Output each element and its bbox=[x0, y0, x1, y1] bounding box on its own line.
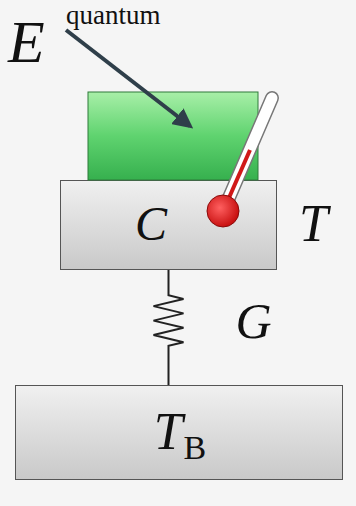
conductance-symbol: G bbox=[236, 296, 272, 346]
heat-capacity-block: CT bbox=[60, 180, 277, 270]
energy-symbol: E bbox=[8, 12, 45, 72]
bath-temperature: TB bbox=[154, 406, 207, 458]
subscript: B bbox=[184, 429, 207, 466]
quantum-label: quantum bbox=[66, 2, 161, 29]
heat-bath: TB bbox=[15, 385, 343, 480]
spring-connector bbox=[154, 270, 184, 385]
capacity-symbol: C bbox=[135, 200, 167, 248]
absorber-block bbox=[88, 92, 258, 180]
temperature-symbol: T bbox=[154, 403, 183, 460]
temperature-symbol: T bbox=[299, 198, 328, 250]
leader-arrow bbox=[66, 30, 190, 126]
